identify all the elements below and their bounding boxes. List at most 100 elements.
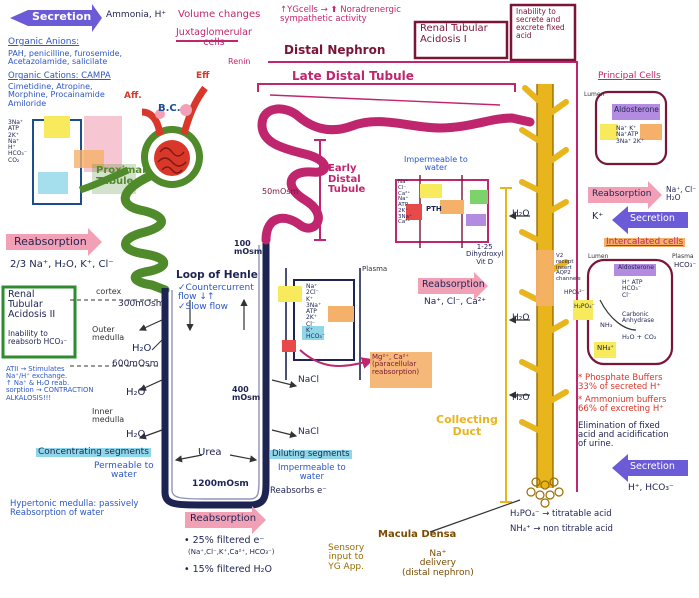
aff-label: Aff. bbox=[124, 91, 142, 101]
rta-ii-description: Inability to reabsorb HCO₃⁻ bbox=[8, 329, 68, 346]
atii-note: ATII → Stimulates Na⁺/H⁺ exchange. ↑ Na⁺… bbox=[6, 365, 94, 402]
tal-cell bbox=[278, 268, 374, 380]
reabsorption-arrow-left bbox=[6, 228, 102, 256]
permeable-to-water: Permeable to water bbox=[94, 461, 154, 481]
pct-cell-panel bbox=[32, 116, 130, 205]
h2po4-label: H₂PO₄⁻ bbox=[574, 303, 595, 310]
cortex-label: cortex bbox=[96, 287, 122, 296]
pth-label: PTH bbox=[426, 205, 442, 213]
nh3-label: NH₃ bbox=[600, 321, 613, 329]
dct-reabsorption: Reabsorption bbox=[422, 279, 485, 290]
late-distal-arrow-line bbox=[269, 94, 501, 106]
inner-medulla-label: Inner medulla bbox=[92, 407, 125, 425]
nacl-1: NaCl bbox=[298, 375, 320, 385]
secretion-right-2-ions: H⁺, HCO₃⁻ bbox=[628, 483, 674, 493]
right-k-plus: K⁺ bbox=[592, 211, 604, 222]
rta-ii-title: Renal Tubular Acidosis II bbox=[8, 289, 56, 320]
hco3-plasma: HCO₃⁻ bbox=[674, 261, 697, 269]
proximal-label-bg bbox=[92, 164, 136, 194]
osm-100: 100 mOsm bbox=[234, 239, 263, 257]
reabsorption-left-detail: 2/3 Na⁺, H₂O, K⁺, Cl⁻ bbox=[10, 259, 114, 270]
intercalated-cells-title: Intercalated cells bbox=[604, 237, 686, 248]
principal-lumen: Lumen bbox=[584, 91, 605, 98]
h2o-left-3: H₂O bbox=[126, 429, 146, 440]
osm-50: 50mOsm bbox=[262, 187, 299, 196]
dct-impermeable-title: Impermeable to water bbox=[404, 155, 468, 173]
proximal-tubule bbox=[120, 171, 170, 295]
loop-of-henle bbox=[161, 240, 270, 509]
principal-ions: Na⁺ K⁺ Na⁺ATP 3Na⁺ 2K⁺ bbox=[616, 125, 644, 145]
afferent-arteriole bbox=[141, 108, 164, 136]
intercalated-ions: H⁺ ATP HCO₃⁻ Cl⁻ bbox=[622, 279, 643, 299]
rta-i-box bbox=[413, 20, 509, 60]
urea-label: Urea bbox=[198, 447, 222, 458]
non-titratable-acid: NH₄⁺ → non titrable acid bbox=[510, 524, 613, 534]
mg-ca-highlight bbox=[370, 352, 432, 388]
na-delivery: Na⁺ delivery (distal nephron) bbox=[402, 549, 474, 578]
h2o-left-2: H₂O bbox=[126, 387, 146, 398]
right-reabsorption: Reabsorption bbox=[592, 189, 652, 199]
volume-changes: Volume changes bbox=[178, 9, 261, 20]
duct-h2o-1: H₂O bbox=[512, 209, 530, 219]
duct-h2o-2: H₂O bbox=[512, 313, 530, 323]
secretion-right-2: Secretion bbox=[630, 461, 675, 472]
principal-cell bbox=[594, 90, 668, 166]
dct-reabsorption-ions: Na⁺, Cl⁻, Ca²⁺ bbox=[424, 297, 487, 307]
late-distal-title: Late Distal Tubule bbox=[292, 69, 414, 83]
diluting-segments: Diluting segments bbox=[270, 449, 352, 459]
arrows bbox=[138, 212, 530, 533]
yg-cells-note: ↑YGcells → ⬆ Noradrenergic sympathetic a… bbox=[280, 5, 401, 24]
secretion-arrow-right bbox=[612, 206, 688, 234]
nacl-2: NaCl bbox=[298, 427, 320, 437]
distal-nephron-bracket bbox=[268, 61, 578, 492]
concentrating-segments: Concentrating segments bbox=[36, 447, 151, 458]
v2-receptor-note: V2 recept insert AQP2 channels bbox=[556, 253, 581, 283]
outer-medulla-label: Outer medulla bbox=[92, 325, 125, 343]
organic-cations-list: Cimetidine, Atropine, Morphine, Procaina… bbox=[8, 82, 105, 108]
osm-600: 600mOsm bbox=[112, 359, 159, 369]
reabsorption-arrow-bottom bbox=[185, 506, 266, 534]
intercalated-plasma: Plasma bbox=[672, 253, 694, 260]
organic-anions-title: Organic Anions: bbox=[8, 37, 80, 47]
bc-label: B.C. bbox=[158, 103, 181, 114]
distal-nephron-title: Distal Nephron bbox=[284, 43, 386, 57]
duct-branches bbox=[519, 85, 569, 433]
reabsorption-left: Reabsorption bbox=[14, 235, 87, 248]
jg-cells-2 bbox=[155, 109, 165, 119]
juxtaglomerular-cells: Juxtaglomerular cells bbox=[176, 27, 252, 48]
renin-label: Renin bbox=[228, 57, 251, 66]
distal-tubule bbox=[257, 104, 535, 245]
juxta-underline bbox=[176, 40, 238, 42]
vitd-label: 1-25 Dihydroxyl Vit D bbox=[466, 243, 504, 266]
osm-300: 300mOsm bbox=[118, 299, 165, 309]
secretion-arrow-right-2 bbox=[612, 454, 688, 482]
tal-transport-labels: Na⁺ 2Cl⁻ K⁺ 3Na⁺ ATP 2K⁺ Cl⁻ K⁺ HCO₃⁻ bbox=[306, 283, 325, 341]
efferent-arteriole bbox=[180, 85, 208, 135]
organic-anions-list: PAH, penicilline, furosemide, Acetazolam… bbox=[8, 49, 123, 67]
titratable-acid: H₂PO₄⁻ → titratable acid bbox=[510, 509, 612, 519]
osm-1200: 1200mOsm bbox=[192, 479, 249, 489]
intercalated-aldosterone: Aldosterone bbox=[618, 264, 654, 271]
jg-cells bbox=[180, 104, 192, 116]
rta-i-desc-box bbox=[509, 3, 577, 62]
medulla-arrow-1 bbox=[151, 339, 163, 351]
secretion-arrow-tail bbox=[10, 10, 28, 26]
reabsorption-arrow-right bbox=[588, 181, 662, 209]
filtered-h2o: • 15% filtered H₂O bbox=[184, 564, 272, 575]
reabsorbs-cl: Reabsorbs e⁻ bbox=[270, 486, 327, 496]
collecting-duct-label: Collecting Duct bbox=[436, 413, 498, 438]
tal-plasma-label: Plasma bbox=[362, 265, 388, 273]
dct-cell bbox=[395, 175, 489, 248]
hpo4-label: HPO₄²⁻ bbox=[564, 289, 585, 296]
nh4-label: NH₄⁺ bbox=[597, 344, 615, 352]
v2-receptor-highlight bbox=[536, 250, 554, 306]
rta-i-description: Inability to secrete and excrete fixed a… bbox=[516, 7, 565, 40]
countercurrent-note: ✓Countercurrent flow ↓↑ ✓Slow flow bbox=[178, 283, 254, 312]
early-distal-label: Early Distal Tubule bbox=[328, 163, 366, 195]
sensory-input: Sensory input to YG App. bbox=[328, 543, 365, 572]
principal-aldosterone: Aldosterone bbox=[614, 105, 659, 114]
ammonium-buffers: * Ammonium buffers 66% of excreting H⁺ bbox=[578, 395, 667, 414]
macula-densa: Macula Densa bbox=[378, 529, 457, 540]
duct-h2o-3: H₂O bbox=[512, 393, 530, 403]
